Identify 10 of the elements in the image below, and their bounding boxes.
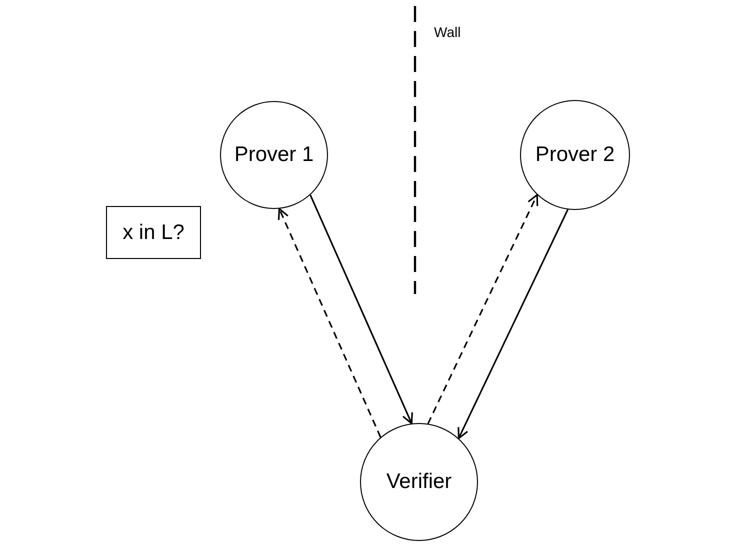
arrow bbox=[278, 208, 382, 438]
arrow bbox=[310, 194, 413, 424]
node-label: Verifier bbox=[386, 470, 452, 494]
node-label: Prover 1 bbox=[234, 143, 314, 167]
arrow bbox=[427, 194, 538, 424]
node-label: x in L? bbox=[122, 220, 184, 244]
node-label: Prover 2 bbox=[535, 143, 615, 167]
question-box bbox=[106, 206, 201, 259]
arrow bbox=[458, 209, 569, 440]
wall-label: Wall bbox=[434, 24, 461, 40]
